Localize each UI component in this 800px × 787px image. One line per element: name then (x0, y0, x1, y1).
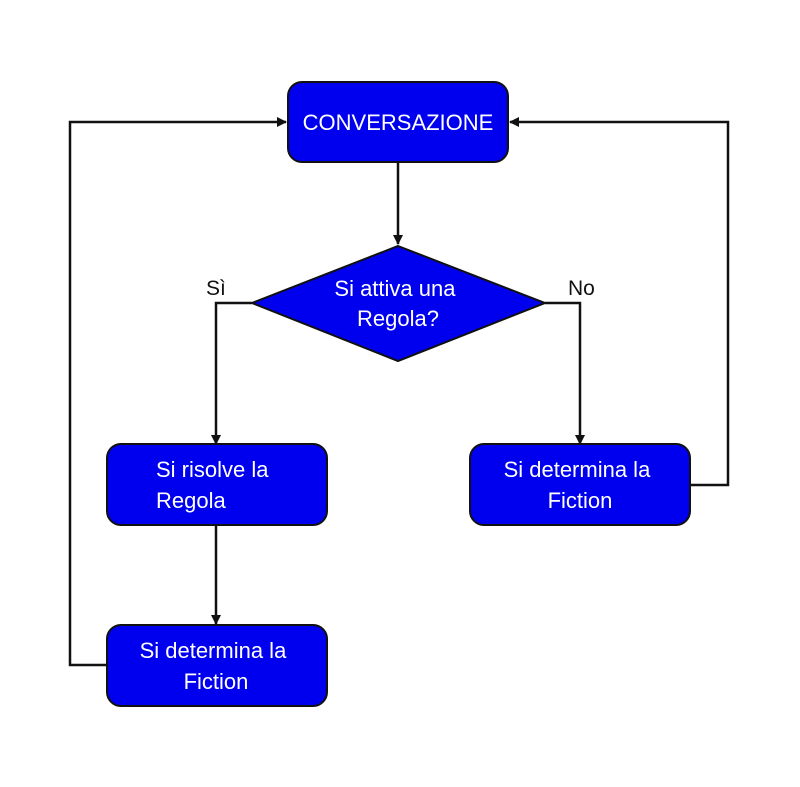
node-decision: Si attiva una Regola? (249, 244, 548, 363)
node-fiction-bottom: Si determina la Fiction (106, 624, 328, 707)
node-decision-label-line1: Si attiva una (334, 276, 456, 301)
node-fiction-right: Si determina la Fiction (469, 443, 691, 526)
node-fiction-bottom-box (106, 624, 328, 707)
node-risolve-regola-label-line1: Si risolve la (156, 457, 269, 482)
edge-label-yes: Sì (206, 277, 226, 300)
node-conversazione-box (287, 81, 509, 163)
node-conversazione-label: CONVERSAZIONE (303, 110, 494, 135)
node-fiction-bottom-label-line1: Si determina la (140, 638, 288, 663)
edge-label-no: No (568, 277, 595, 300)
node-fiction-bottom-label-line2: Fiction (184, 669, 249, 694)
svg-text:CONVERSAZIONE: CONVERSAZIONE (303, 110, 494, 135)
edge-decision-no-to-fiction-right (545, 301, 585, 445)
node-fiction-right-label-line1: Si determina la (504, 457, 652, 482)
svg-text:Si attiva una Regola?: Si attiva una Regola? (334, 276, 461, 331)
node-fiction-right-box (469, 443, 691, 526)
node-decision-diamond (249, 244, 548, 363)
connectors (68, 117, 730, 667)
edge-fiction-right-to-conversazione (509, 117, 730, 487)
node-conversazione: CONVERSAZIONE (287, 81, 509, 163)
svg-text:Si determina la Fiction: Si determina la Fiction (504, 457, 657, 513)
node-risolve-regola-label-line2: Regola (156, 488, 226, 513)
svg-text:Si risolve la Regola: Si risolve la Regola (156, 457, 275, 513)
edge-fiction-bottom-to-conversazione (68, 117, 287, 667)
svg-text:Si determina la Fiction: Si determina la Fiction (140, 638, 293, 694)
edge-decision-yes-to-risolve (211, 301, 252, 445)
node-risolve-regola-box (106, 443, 328, 526)
node-fiction-right-label-line2: Fiction (548, 488, 613, 513)
node-risolve-regola: Si risolve la Regola (106, 443, 328, 526)
node-decision-label-line2: Regola? (357, 306, 439, 331)
